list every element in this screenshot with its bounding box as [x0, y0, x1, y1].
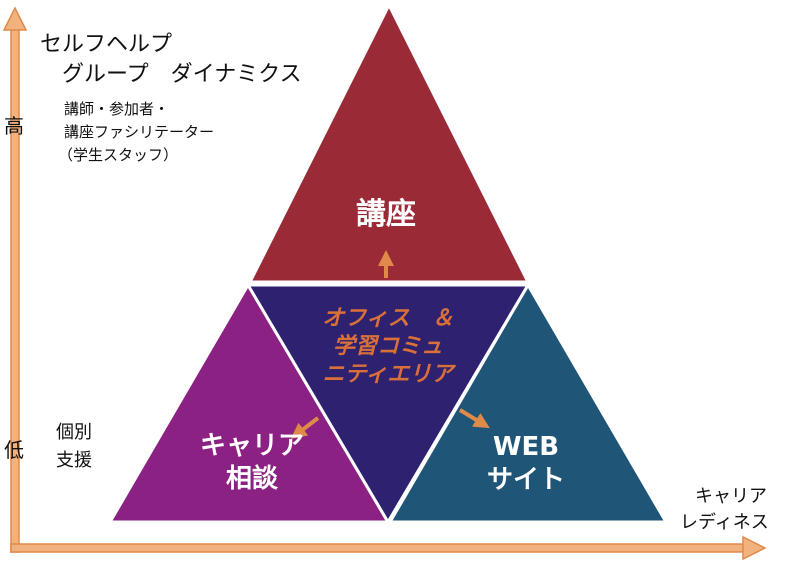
- x-axis-label-line1: キャリア: [695, 486, 767, 507]
- individual-support-line2: 支援: [56, 450, 92, 471]
- left-label-line1: キャリア: [200, 431, 304, 461]
- x-axis-arrowhead: [742, 535, 767, 561]
- y-axis-high-label: 高: [4, 114, 24, 138]
- roles-line2: 講座ファシリテーター: [64, 123, 215, 141]
- y-axis-low-label: 低: [4, 438, 24, 462]
- y-axis-arrowhead: [2, 6, 28, 31]
- left-label-line2: 相談: [226, 463, 279, 494]
- center-triangle-office-area: [245, 283, 531, 525]
- roles-line1: 講師・参加者・: [64, 100, 170, 118]
- x-axis-label-line2: レディネス: [680, 512, 769, 533]
- center-label-line2: 学習コミュ: [333, 333, 443, 359]
- individual-support-line1: 個別: [56, 422, 92, 443]
- arrow-to-web-site: [458, 408, 490, 429]
- right-label-line1: WEB: [493, 432, 559, 462]
- center-label-line3: ニティエリア: [323, 362, 457, 387]
- roles-line3: （学生スタッフ）: [58, 146, 179, 164]
- center-label-line1: オフィス ＆: [322, 306, 454, 331]
- y-axis-line: [10, 27, 20, 553]
- top-triangle-lecture: [247, 1, 531, 284]
- title-line1: セルフヘルプ: [40, 32, 173, 57]
- right-label-line2: サイト: [487, 465, 565, 495]
- arrow-to-career-consult: [290, 416, 320, 439]
- title-line2: グループ ダイナミクス: [62, 62, 302, 87]
- top-triangle-label: 講座: [356, 197, 416, 232]
- x-axis-line: [10, 543, 746, 553]
